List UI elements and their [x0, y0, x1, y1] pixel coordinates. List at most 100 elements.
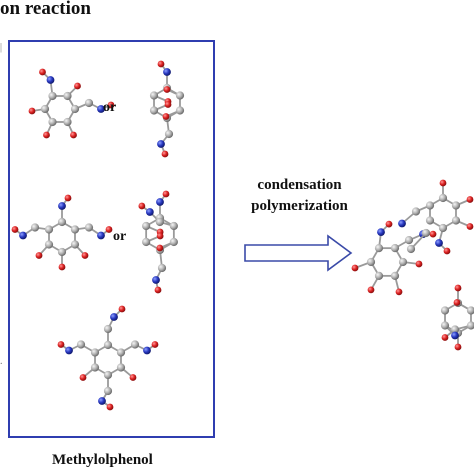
polymer-link	[406, 228, 431, 254]
atom	[451, 201, 461, 210]
atom	[169, 237, 178, 247]
panel-caption: Methylolphenol	[52, 452, 153, 468]
atom	[142, 221, 151, 231]
atom	[440, 321, 450, 330]
methylolphenol-para	[149, 60, 185, 158]
atom	[103, 324, 113, 334]
atom	[390, 271, 400, 280]
atom	[57, 247, 67, 257]
atom	[58, 202, 66, 210]
atom	[425, 201, 435, 210]
atom	[406, 244, 416, 254]
atom	[367, 286, 375, 294]
trimethylolphenol	[57, 305, 159, 411]
atom	[70, 104, 80, 114]
atom	[19, 231, 27, 240]
atom	[429, 230, 437, 238]
atom	[156, 198, 164, 206]
atom	[106, 403, 114, 411]
atom	[149, 106, 159, 115]
atom	[84, 223, 94, 232]
atom	[351, 264, 359, 272]
atom	[377, 228, 385, 237]
atom	[44, 225, 54, 234]
atom	[130, 340, 140, 349]
atom	[438, 193, 448, 203]
atom	[70, 240, 80, 249]
edge-mark-bottom: .	[0, 356, 3, 367]
atom	[40, 104, 50, 114]
atom	[425, 216, 435, 225]
atom	[43, 131, 50, 139]
atom	[98, 397, 106, 405]
polymer-ring-center	[351, 220, 437, 296]
atom	[390, 244, 400, 253]
atom	[164, 129, 174, 139]
atom	[164, 101, 172, 108]
atom	[466, 321, 474, 330]
methylolphenol-ortho	[28, 68, 115, 139]
atom	[70, 131, 77, 139]
atom	[440, 306, 450, 315]
section-heading: on reaction	[0, 0, 91, 19]
arrow-label: condensation polymerization	[232, 175, 367, 217]
atom	[175, 106, 185, 115]
atom	[79, 374, 87, 381]
atom	[116, 348, 126, 357]
atom	[441, 334, 449, 341]
atom	[175, 91, 185, 100]
arrow-label-line1: condensation	[257, 177, 342, 193]
atom	[116, 363, 126, 372]
atom	[129, 374, 137, 381]
atom	[454, 343, 462, 351]
atom	[118, 305, 126, 313]
atom	[74, 82, 81, 90]
arrow-label-line2: polymerization	[251, 198, 348, 214]
atom	[138, 202, 146, 210]
atom	[395, 288, 403, 296]
atom	[157, 263, 167, 273]
atom	[435, 239, 443, 247]
or-label-middle: or	[113, 229, 127, 244]
atom	[374, 244, 384, 253]
atom	[142, 237, 151, 247]
atom	[404, 236, 414, 245]
atom	[97, 231, 105, 240]
atom	[155, 217, 164, 227]
atom	[145, 208, 154, 216]
atom	[63, 91, 72, 101]
atom	[438, 223, 448, 233]
atom	[64, 194, 72, 202]
atom	[157, 140, 165, 148]
atom	[90, 348, 100, 357]
atom	[161, 150, 169, 158]
atom	[65, 346, 73, 355]
atom	[157, 60, 165, 68]
atom	[466, 196, 474, 203]
atom	[70, 225, 80, 234]
atom	[151, 341, 159, 348]
atom	[39, 68, 46, 76]
dimethylolphenol	[11, 194, 113, 271]
atom	[451, 331, 459, 340]
atom	[76, 340, 86, 349]
atom	[110, 313, 118, 321]
atom	[454, 284, 462, 292]
atom	[421, 228, 431, 238]
edge-mark-top: |	[0, 42, 3, 53]
atom	[143, 346, 151, 355]
atom	[48, 91, 57, 101]
atom	[162, 190, 170, 198]
atom	[90, 363, 100, 372]
polymer-ring-upper	[398, 179, 474, 255]
atom	[398, 257, 408, 267]
atom	[58, 263, 66, 271]
atom	[11, 226, 19, 233]
atom	[103, 386, 113, 396]
atom	[30, 223, 40, 232]
atom	[169, 221, 178, 231]
atom	[152, 276, 160, 284]
atom	[374, 271, 384, 280]
atom	[35, 252, 43, 259]
atom	[105, 226, 113, 233]
